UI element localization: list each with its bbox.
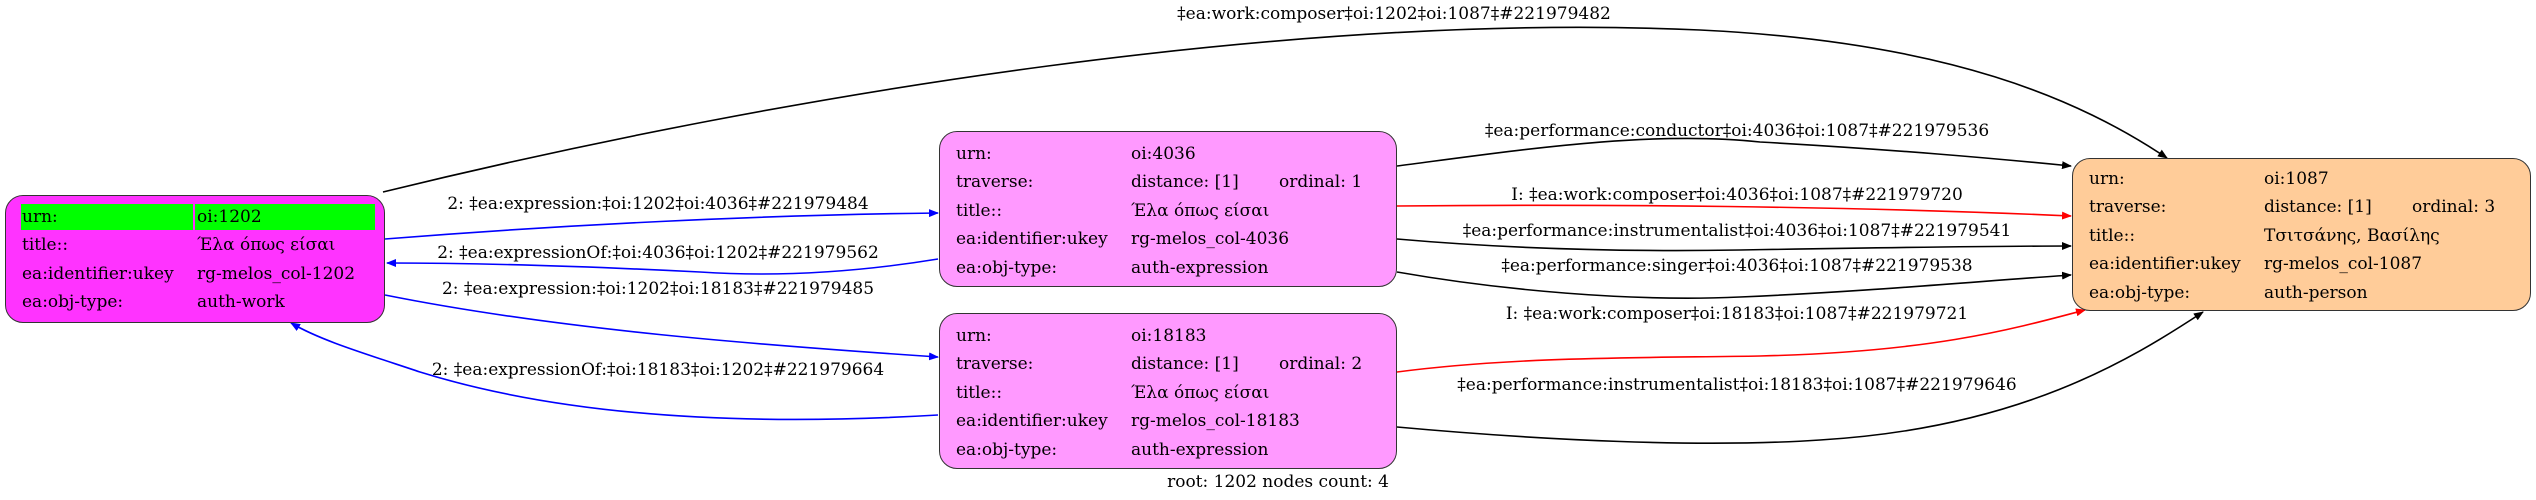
- field-key: ea:obj-type:: [2089, 282, 2191, 303]
- field-key: ea:obj-type:: [22, 292, 124, 313]
- field-key: urn:: [2089, 169, 2125, 189]
- field-value: Έλα όπως είσαι: [1131, 382, 1270, 403]
- field-ordinal: ordinal: 2: [1279, 354, 1363, 375]
- field-key: title::: [956, 200, 1003, 221]
- edge-instrumentalist-4036-1087: [1396, 238, 2072, 252]
- field-value: auth-work: [197, 292, 285, 313]
- field-ordinal: ordinal: 3: [2412, 197, 2496, 218]
- node-field-row: ea:obj-type: auth-work: [6, 288, 384, 316]
- urn-value-highlight: [195, 204, 375, 230]
- field-value: Έλα όπως είσαι: [197, 235, 336, 256]
- node-field-row: ea:identifier:ukey rg-melos_col-1202: [6, 260, 384, 288]
- field-value: auth-expression: [1131, 439, 1269, 460]
- field-key: traverse:: [956, 172, 1034, 193]
- edge-singer-4036-1087: [1396, 271, 2072, 299]
- edge-expressionof-18183-1202: [290, 322, 939, 421]
- edge-conductor-4036-1087: [1396, 137, 2072, 170]
- node-field-row: urn: oi:4036: [940, 140, 1396, 168]
- field-key: title::: [22, 235, 69, 256]
- node-18183-auth-expression[interactable]: urn: oi:18183 traverse: distance: [1] ordina…: [939, 313, 1397, 469]
- field-key: urn:: [956, 326, 992, 346]
- edge-expressionof-4036-1202: [386, 258, 939, 275]
- edge-composer-18183-1087: [1396, 308, 2086, 373]
- edge-label: ‡ea:performance:conductor‡oi:4036‡oi:108…: [1485, 121, 1989, 141]
- edge-label: 2: ‡ea:expressionOf:‡oi:18183‡oi:1202‡#2…: [432, 360, 884, 380]
- field-key: ea:obj-type:: [956, 257, 1058, 278]
- field-value: rg-melos_col-1202: [197, 263, 356, 284]
- node-1087-auth-person[interactable]: urn: oi:1087 traverse: distance: [1] ordinal…: [2072, 158, 2531, 311]
- field-key: ea:identifier:ukey: [956, 411, 1108, 432]
- edge-expression-1202-4036: [384, 209, 939, 240]
- edge-instrumentalist-18183-1087: [1396, 311, 2204, 444]
- node-field-row: ea:identifier:ukey rg-melos_col-4036: [940, 225, 1396, 253]
- node-field-row: traverse: distance: [1] ordinal: 2: [940, 350, 1396, 378]
- node-4036-auth-expression[interactable]: urn: oi:4036 traverse: distance: [1] ordinal…: [939, 131, 1397, 287]
- field-value: distance: [1]: [1131, 172, 1239, 193]
- edge-label: 2: ‡ea:expression:‡oi:1202‡oi:18183‡#221…: [442, 279, 874, 299]
- edge-label: 2: ‡ea:expression:‡oi:1202‡oi:4036‡#2219…: [447, 194, 868, 214]
- field-key: title::: [956, 382, 1003, 403]
- field-value: auth-person: [2264, 282, 2368, 303]
- field-value: auth-expression: [1131, 257, 1269, 278]
- node-field-row: urn: oi:18183: [940, 322, 1396, 350]
- field-value: Τσιτσάνης, Βασίλης: [2264, 225, 2440, 246]
- node-field-row: urn: oi:1087: [2073, 165, 2530, 193]
- field-key: urn:: [22, 207, 58, 227]
- field-value: distance: [1]: [2264, 197, 2372, 218]
- edge-composer-4036-1087: [1396, 204, 2072, 220]
- field-key: title::: [2089, 225, 2136, 246]
- node-field-row: title::Έλα όπως είσαι: [940, 379, 1396, 407]
- root-node-count-label: root: 1202 nodes count: 4: [1167, 472, 1389, 492]
- edge-label: ‡ea:work:composer‡oi:1202‡oi:1087‡#22197…: [1177, 4, 1611, 24]
- field-key: ea:identifier:ukey: [2089, 254, 2241, 275]
- node-field-row: ea:obj-type: auth-expression: [940, 254, 1396, 282]
- node-field-row: title::Έλα όπως είσαι: [6, 231, 384, 259]
- field-key: ea:identifier:ukey: [22, 263, 174, 284]
- field-value: Έλα όπως είσαι: [1131, 200, 1270, 221]
- node-field-row: ea:identifier:ukey rg-melos_col-18183: [940, 407, 1396, 435]
- edge-label: ‡ea:performance:singer‡oi:4036‡oi:1087‡#…: [1501, 256, 1972, 276]
- field-value: oi:4036: [1131, 144, 1196, 164]
- field-key: traverse:: [956, 354, 1034, 375]
- field-value: rg-melos_col-1087: [2264, 254, 2423, 275]
- edge-label: I: ‡ea:work:composer‡oi:4036‡oi:1087‡#22…: [1511, 185, 1963, 205]
- edge-expression-1202-18183: [384, 294, 939, 361]
- field-value: oi:1202: [197, 207, 262, 227]
- node-field-row: title::Έλα όπως είσαι: [940, 197, 1396, 225]
- field-key: urn:: [956, 144, 992, 164]
- edge-label: ‡ea:performance:instrumentalist‡oi:4036‡…: [1463, 221, 2012, 241]
- edge-label: ‡ea:performance:instrumentalist‡oi:18183…: [1457, 375, 2016, 395]
- node-field-row: urn: oi:1202: [6, 203, 384, 231]
- edge-label: 2: ‡ea:expressionOf:‡oi:4036‡oi:1202‡#22…: [437, 243, 879, 263]
- edge-composer-1202-1087: [382, 26, 2168, 193]
- field-value: oi:18183: [1131, 326, 1207, 346]
- node-field-row: traverse: distance: [1] ordinal: 3: [2073, 193, 2530, 221]
- node-field-row: title::Τσιτσάνης, Βασίλης: [2073, 222, 2530, 250]
- field-value: rg-melos_col-4036: [1131, 229, 1290, 250]
- field-value: oi:1087: [2264, 169, 2329, 189]
- node-field-row: ea:identifier:ukey rg-melos_col-1087: [2073, 250, 2530, 278]
- field-value: distance: [1]: [1131, 354, 1239, 375]
- field-key: ea:obj-type:: [956, 439, 1058, 460]
- node-field-row: ea:obj-type: auth-expression: [940, 436, 1396, 464]
- field-value: rg-melos_col-18183: [1131, 411, 1300, 432]
- node-field-row: ea:obj-type: auth-person: [2073, 279, 2530, 307]
- field-key: ea:identifier:ukey: [956, 229, 1108, 250]
- urn-highlight: [21, 204, 193, 230]
- node-field-row: traverse: distance: [1] ordinal: 1: [940, 168, 1396, 196]
- field-key: traverse:: [2089, 197, 2167, 218]
- field-ordinal: ordinal: 1: [1279, 172, 1363, 193]
- edge-label: I: ‡ea:work:composer‡oi:18183‡oi:1087‡#2…: [1506, 304, 1968, 324]
